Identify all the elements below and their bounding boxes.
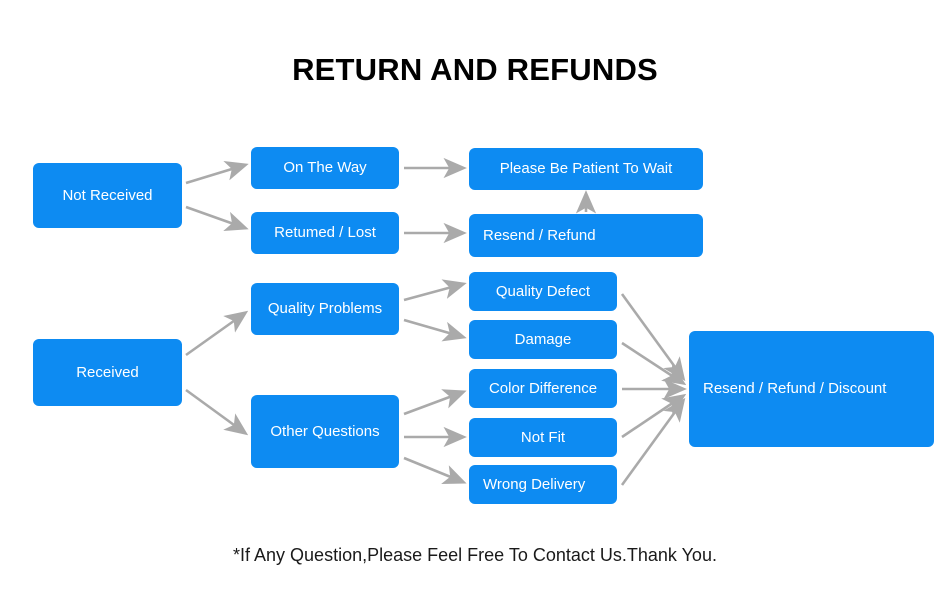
edge-other-questions-to-color-difference <box>403 389 467 416</box>
node-not-fit[interactable]: Not Fit <box>469 418 617 457</box>
node-wrong-delivery[interactable]: Wrong Delivery <box>469 465 617 504</box>
edge-damage-to-final <box>621 341 687 386</box>
node-received[interactable]: Received <box>33 339 182 406</box>
edge-wrong-delivery-to-final <box>620 397 686 486</box>
node-returned-lost[interactable]: Retumed / Lost <box>251 212 399 254</box>
node-other-questions[interactable]: Other Questions <box>251 395 399 468</box>
node-color-difference[interactable]: Color Difference <box>469 369 617 408</box>
edge-quality-defect-to-final <box>620 293 686 382</box>
edge-not-received-to-returned-lost <box>185 205 249 232</box>
node-resend-refund-discount[interactable]: Resend / Refund / Discount <box>689 331 934 447</box>
node-resend-refund[interactable]: Resend / Refund <box>469 214 703 257</box>
edge-quality-problems-to-damage <box>403 318 467 342</box>
node-please-be-patient-to-wait[interactable]: Please Be Patient To Wait <box>469 148 703 190</box>
edge-other-questions-to-wrong-delivery <box>403 456 467 485</box>
node-on-the-way[interactable]: On The Way <box>251 147 399 189</box>
page-title: RETURN AND REFUNDS <box>292 52 658 87</box>
edge-quality-problems-to-quality-defect <box>403 279 467 302</box>
edge-not-fit-to-final <box>621 393 687 439</box>
edge-not-received-to-on-the-way <box>185 160 249 185</box>
edge-received-to-quality-problems <box>185 310 249 357</box>
footer-note: *If Any Question,Please Feel Free To Con… <box>233 545 717 565</box>
node-damage[interactable]: Damage <box>469 320 617 359</box>
edge-received-to-other-questions <box>185 388 249 436</box>
node-quality-problems[interactable]: Quality Problems <box>251 283 399 335</box>
node-not-received[interactable]: Not Received <box>33 163 182 228</box>
node-quality-defect[interactable]: Quality Defect <box>469 272 617 311</box>
